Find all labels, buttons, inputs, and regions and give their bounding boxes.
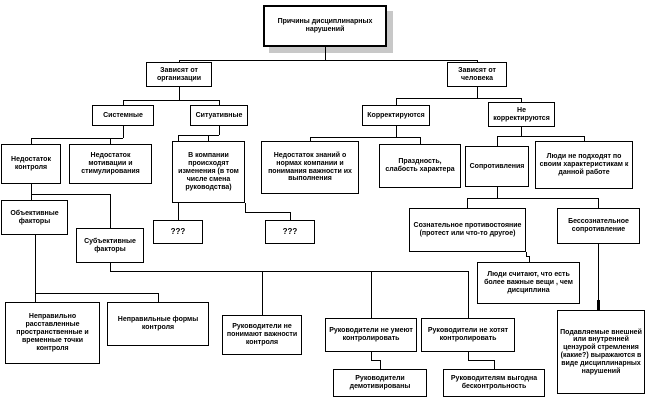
node-idleness-weak-character[interactable]: Праздность, слабость характера — [379, 144, 461, 188]
connector-correct-stem — [396, 126, 397, 137]
connector-root-bus — [179, 60, 478, 61]
connector-dontwant-bus — [468, 360, 494, 361]
connector-org-to-situation — [219, 100, 220, 105]
node-wrong-control-forms[interactable]: Неправильные формы контроля — [107, 302, 209, 346]
node-lack-of-control[interactable]: Недостаток контроля — [1, 144, 61, 184]
connector-conscious-to-thinkmoreimp — [529, 256, 530, 262]
node-company-changes[interactable]: В компании происходят изменения (в том ч… — [172, 141, 245, 203]
connector-system-to-lackcontrol — [31, 138, 32, 144]
connector-human-bus — [396, 98, 522, 99]
connector-subjective-stem — [110, 263, 111, 271]
connector-resistance-stem — [497, 187, 498, 198]
connector-resistance-to-conscious — [467, 198, 468, 208]
node-managers-dont-want-control[interactable]: Руководители не хотят контролировать — [421, 318, 515, 352]
connector-subjective-to-dontwant — [468, 271, 469, 318]
node-more-important-things[interactable]: Люди считают, что есть более важные вещи… — [477, 262, 580, 304]
connector-system-bus — [31, 138, 123, 139]
connector-conscious-bus — [526, 256, 529, 257]
node-objective-factors[interactable]: Объективные факторы — [1, 200, 68, 235]
connector-human-stem — [477, 87, 478, 98]
connector-objective-to-wrongforms — [158, 293, 159, 302]
connector-root-stem — [325, 47, 326, 60]
node-lack-of-knowledge[interactable]: Недостаток знаний о нормах компании и по… — [261, 141, 359, 194]
node-suppressed-aspirations[interactable]: Подавляемые внешней или внутренней цензу… — [557, 310, 645, 394]
connector-objective-to-wrongplaces — [35, 293, 36, 302]
connector-resistance-bus — [467, 198, 599, 199]
connector-org-bus — [123, 100, 219, 101]
node-correctable[interactable]: Корректируются — [362, 105, 430, 126]
connector-subjective-to-cannotcontrol — [371, 271, 372, 318]
connector-cannotcontrol-bus — [371, 360, 380, 361]
node-resistance[interactable]: Сопротивления — [465, 146, 529, 187]
connector-notcorrect-to-notsuited — [584, 136, 585, 141]
connector-lackcontrol-to-objective — [31, 194, 32, 200]
connector-lackcontrol-stem — [31, 184, 32, 194]
connector-human-to-notcorrect — [521, 98, 522, 102]
connector-human-to-correct — [396, 98, 397, 105]
connector-cannotcontrol-to-demotivated — [380, 360, 381, 369]
connector-root-to-org — [179, 60, 180, 62]
connector-correct-to-idleness — [420, 137, 421, 144]
connector-unconscious-stem — [598, 244, 599, 310]
node-root[interactable]: Причины дисциплинарных нарушений — [263, 5, 387, 47]
node-managers-cannot-control[interactable]: Руководители не умеют контролировать — [325, 318, 417, 352]
connector-system-stem — [123, 126, 124, 138]
connector-dontwant-to-profitable — [494, 360, 495, 369]
connector-situation-bus — [178, 135, 219, 136]
connector-unconscious-arrow — [597, 300, 600, 310]
connector-cannotcontrol-stem — [371, 352, 372, 360]
node-systemic[interactable]: Системные — [92, 105, 154, 126]
node-unknown-2[interactable]: ??? — [265, 220, 315, 244]
node-managers-dont-understand[interactable]: Руководители не понимают важности контро… — [222, 315, 302, 355]
node-people-not-suited[interactable]: Люди не подходят по своим характеристика… — [535, 141, 633, 189]
connector-situation-stem — [219, 126, 220, 135]
connector-changes-stem — [245, 203, 246, 212]
connector-correct-to-lackknow — [310, 137, 311, 141]
node-conscious-opposition[interactable]: Сознательное противостояние (протест или… — [409, 208, 526, 252]
node-lack-of-motivation[interactable]: Недостаток мотивации и стимулирования — [69, 144, 152, 184]
node-depends-on-person[interactable]: Зависят от человека — [447, 62, 507, 87]
connector-subjective-bus — [110, 271, 468, 272]
connector-lackcontrol-bus — [31, 194, 110, 195]
connector-conscious-stem — [526, 252, 527, 256]
node-situational[interactable]: Ситуативные — [190, 105, 248, 126]
node-managers-demotivated[interactable]: Руководители демотивированы — [333, 369, 427, 397]
connector-correct-bus — [310, 137, 420, 138]
node-depends-on-organization[interactable]: Зависят от организации — [146, 62, 212, 87]
connector-dontwant-stem — [468, 352, 469, 360]
node-subjective-factors[interactable]: Субъективные факторы — [76, 228, 144, 263]
connector-resistance-to-unconscious — [598, 198, 599, 208]
connector-notcorrect-bus — [497, 136, 584, 137]
connector-org-stem — [179, 87, 180, 100]
connector-objective-stem — [35, 235, 36, 293]
connector-root-to-human — [477, 60, 478, 62]
connector-org-to-system — [123, 100, 124, 105]
node-lack-of-control-profitable[interactable]: Руководителям выгодна бесконтрольность — [443, 369, 545, 397]
connector-notcorrect-to-resistance — [497, 136, 498, 146]
connector-lackcontrol-to-subjective — [110, 194, 111, 228]
connector-changes-to-q2 — [290, 212, 291, 220]
node-unconscious-resistance[interactable]: Бессознательное сопротивление — [557, 208, 640, 244]
connector-subjective-to-notunderstand — [262, 271, 263, 315]
node-wrong-control-points[interactable]: Неправильно расставленные пространственн… — [5, 302, 100, 364]
node-not-correctable[interactable]: Не корректируются — [488, 102, 555, 127]
connector-situation-to-changes — [208, 135, 209, 141]
connector-system-to-lackmotiv — [110, 138, 111, 144]
connector-changes-bus — [245, 212, 290, 213]
connector-notcorrect-stem — [521, 127, 522, 136]
connector-objective-bus — [35, 293, 158, 294]
node-unknown-1[interactable]: ??? — [153, 220, 203, 244]
